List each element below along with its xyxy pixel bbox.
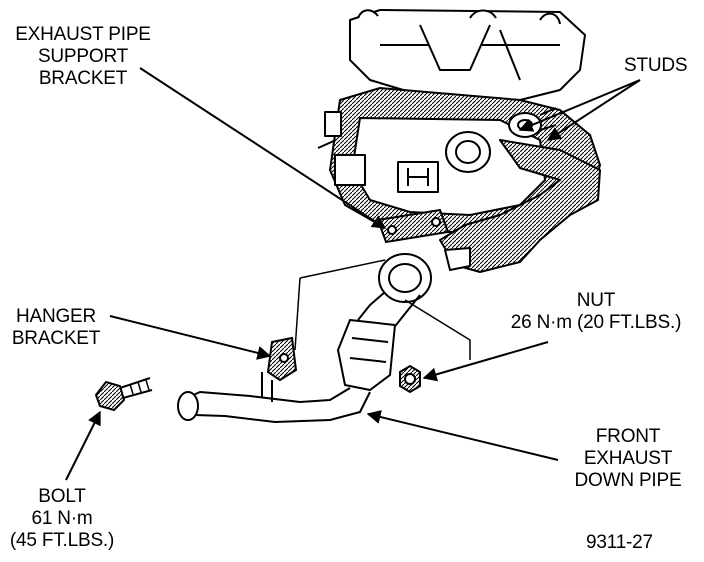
exhaust-manifold	[439, 139, 601, 273]
nut-part	[399, 364, 421, 394]
label-exhaust-pipe-support-bracket: EXHAUST PIPE SUPPORT BRACKET	[8, 24, 158, 90]
leader-studs-1	[518, 79, 641, 132]
front-exhaust-down-pipe	[177, 253, 471, 423]
leader-nut	[422, 341, 549, 382]
hanger-bracket	[261, 336, 298, 402]
bolt-part	[94, 377, 153, 412]
support-bracket-line-1: EXHAUST PIPE	[15, 24, 151, 45]
support-bracket-line-3: BRACKET	[38, 68, 128, 89]
leader-lines	[65, 67, 641, 481]
label-studs: STUDS	[624, 55, 688, 76]
leader-hanger	[109, 315, 272, 360]
label-nut: NUT 26 N·m (20 FT.LBS.)	[496, 290, 696, 334]
leader-studs-2	[546, 79, 641, 141]
label-front-exhaust-down-pipe: FRONT EXHAUST DOWN PIPE	[560, 426, 696, 492]
bolt-line-3: (45 FT.LBS.)	[9, 530, 115, 551]
nut-line-2: 26 N·m (20 FT.LBS.)	[510, 312, 682, 333]
leader-support-bracket	[139, 67, 387, 229]
label-bolt: BOLT 61 N·m (45 FT.LBS.)	[2, 486, 122, 552]
hanger-line-2: BRACKET	[11, 328, 101, 349]
support-bracket-line-2: SUPPORT	[37, 46, 129, 67]
figure-number: 9311-27	[586, 532, 653, 553]
bolt-line-1: BOLT	[38, 486, 86, 507]
label-hanger-bracket: HANGER BRACKET	[6, 306, 106, 350]
bolt-line-2: 61 N·m	[31, 508, 93, 529]
hanger-line-1: HANGER	[15, 306, 97, 327]
down-pipe-line-2: EXHAUST	[583, 448, 673, 469]
down-pipe-line-1: FRONT	[595, 426, 661, 447]
leader-down-pipe	[366, 410, 559, 461]
nut-line-1: NUT	[576, 290, 616, 311]
leader-bolt	[65, 410, 101, 481]
exhaust-pipe-support-bracket	[376, 208, 450, 244]
down-pipe-line-3: DOWN PIPE	[574, 470, 682, 491]
